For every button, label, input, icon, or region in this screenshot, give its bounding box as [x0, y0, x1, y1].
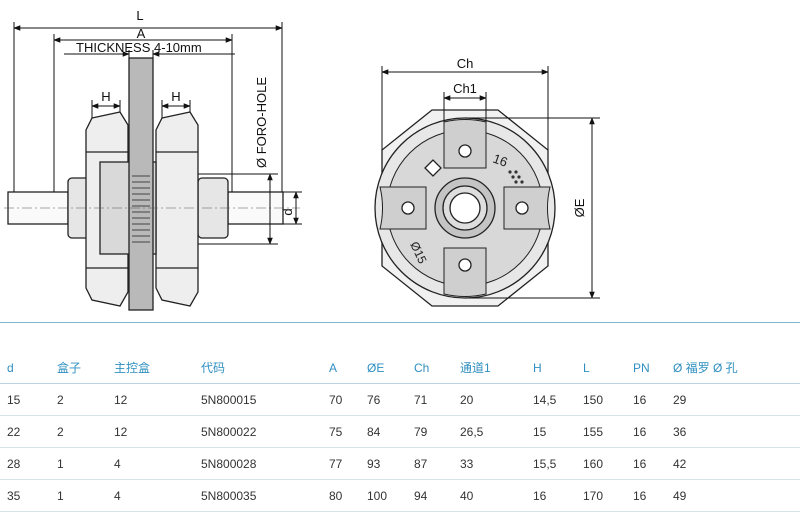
- cell-foro-hole: 49: [666, 479, 800, 512]
- cell-ch1: 20: [453, 383, 526, 416]
- cell-foro-hole: 29: [666, 383, 800, 416]
- cell-h: 15,5: [526, 447, 576, 480]
- table-header-row: d 盒子 主控盒 代码 A ØE Ch 通道1 H L PN Ø 福罗 Ø 孔: [0, 352, 800, 384]
- side-view: [4, 57, 300, 311]
- table-row: 28 1 4 5N800028 77 93 87 33 15,5 160 16 …: [0, 447, 800, 480]
- header-h: H: [526, 352, 576, 384]
- cell-a: 77: [322, 447, 360, 480]
- cell-ch: 79: [407, 415, 453, 448]
- cell-ch: 94: [407, 479, 453, 512]
- cell-a: 80: [322, 479, 360, 512]
- cell-foro-hole: 42: [666, 447, 800, 480]
- cell-l: 155: [576, 415, 626, 448]
- cell-e: 76: [360, 383, 407, 416]
- cell-code: 5N800028: [194, 447, 322, 480]
- header-master-box: 主控盒: [107, 352, 194, 384]
- dim-thickness-label: THICKNESS 4-10mm: [76, 40, 202, 55]
- header-a: A: [322, 352, 360, 384]
- cell-e: 84: [360, 415, 407, 448]
- front-view: [374, 109, 556, 307]
- cell-h: 14,5: [526, 383, 576, 416]
- cell-pn: 16: [626, 447, 666, 480]
- dim-foro-hole-label: Ø FORO-HOLE: [254, 77, 269, 168]
- mark-16-label: 16: [491, 151, 510, 170]
- cell-code: 5N800035: [194, 479, 322, 512]
- dim-l-label: L: [136, 8, 143, 23]
- cell-ch1: 26,5: [453, 415, 526, 448]
- cell-master-box: 4: [107, 479, 194, 512]
- cell-l: 150: [576, 383, 626, 416]
- cell-e: 100: [360, 479, 407, 512]
- cell-d: 28: [0, 447, 50, 480]
- table-row: 22 2 12 5N800022 75 84 79 26,5 15 155 16…: [0, 415, 800, 448]
- cell-ch1: 40: [453, 479, 526, 512]
- dim-e-label: ØE: [572, 198, 587, 217]
- cell-ch1: 33: [453, 447, 526, 480]
- cell-box: 1: [50, 447, 107, 480]
- cell-a: 75: [322, 415, 360, 448]
- cell-master-box: 4: [107, 447, 194, 480]
- cell-l: 170: [576, 479, 626, 512]
- header-foro-hole: Ø 福罗 Ø 孔: [666, 352, 800, 384]
- cell-box: 1: [50, 479, 107, 512]
- header-ch1: 通道1: [453, 352, 526, 384]
- cell-ch: 87: [407, 447, 453, 480]
- cell-box: 2: [50, 415, 107, 448]
- table-row: 15 2 12 5N800015 70 76 71 20 14,5 150 16…: [0, 383, 800, 416]
- dim-ch-label: Ch: [457, 56, 474, 71]
- dim-d-label: d: [280, 208, 295, 215]
- cell-d: 22: [0, 415, 50, 448]
- cell-master-box: 12: [107, 383, 194, 416]
- cell-code: 5N800015: [194, 383, 322, 416]
- table-row: 35 1 4 5N800035 80 100 94 40 16 170 16 4…: [0, 479, 800, 512]
- cell-pn: 16: [626, 415, 666, 448]
- section-divider: [0, 322, 800, 323]
- header-ch: Ch: [407, 352, 453, 384]
- cell-master-box: 12: [107, 415, 194, 448]
- cell-pn: 16: [626, 479, 666, 512]
- cell-foro-hole: 36: [666, 415, 800, 448]
- technical-drawing: L A THICKNESS 4-10mm H H Ø FORO-HOLE d: [4, 8, 600, 311]
- cell-d: 15: [0, 383, 50, 416]
- cell-e: 93: [360, 447, 407, 480]
- header-l: L: [576, 352, 626, 384]
- header-pn: PN: [626, 352, 666, 384]
- cell-pn: 16: [626, 383, 666, 416]
- header-d: d: [0, 352, 50, 384]
- cell-h: 16: [526, 479, 576, 512]
- header-e: ØE: [360, 352, 407, 384]
- header-code: 代码: [194, 352, 322, 384]
- cell-h: 15: [526, 415, 576, 448]
- dim-ch1-label: Ch1: [453, 81, 477, 96]
- dim-h-left-label: H: [101, 89, 110, 104]
- cell-box: 2: [50, 383, 107, 416]
- cell-ch: 71: [407, 383, 453, 416]
- cell-a: 70: [322, 383, 360, 416]
- dim-a-label: A: [137, 26, 146, 41]
- header-box: 盒子: [50, 352, 107, 384]
- cell-l: 160: [576, 447, 626, 480]
- cell-code: 5N800022: [194, 415, 322, 448]
- dim-h-right-label: H: [171, 89, 180, 104]
- cell-d: 35: [0, 479, 50, 512]
- spec-table: d 盒子 主控盒 代码 A ØE Ch 通道1 H L PN Ø 福罗 Ø 孔 …: [0, 352, 800, 512]
